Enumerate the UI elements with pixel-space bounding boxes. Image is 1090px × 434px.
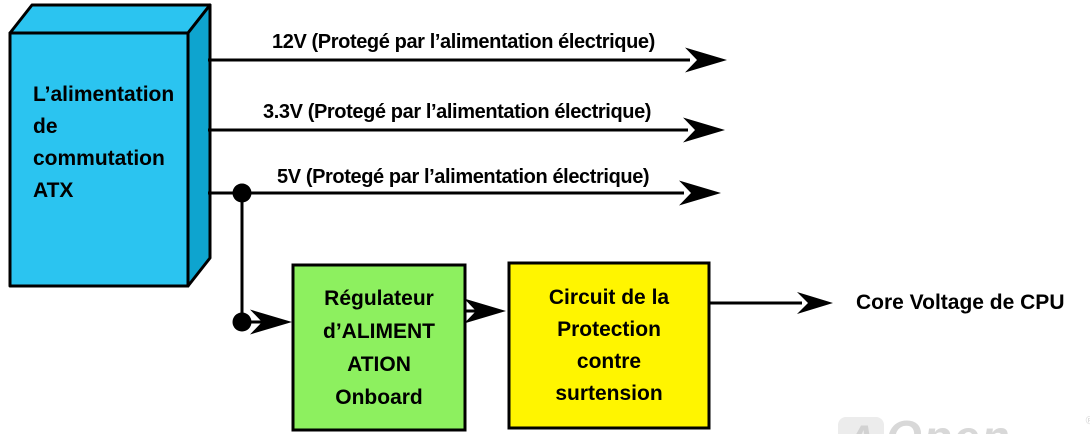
branch-arrowhead [250,309,292,335]
watermark-brand-text: Open [886,414,1012,434]
registered-trademark-icon: ® [1085,415,1090,427]
psu-box-label-line: ATX [33,179,74,202]
psu-box-front-face [8,31,190,288]
protection-box-label-line: surtension [555,381,663,405]
rail-arrowhead-3-3v [683,117,725,143]
regulator-box-label-line: ATION [347,352,411,376]
rail-label-3-3v: 3.3V (Protegé par l’alimentation électri… [263,101,652,123]
watermark-initial: A [847,418,876,434]
psu-box-label-line: L’alimentation [33,83,175,106]
rail-arrowhead-5v [679,180,721,206]
regulator-box-label-line: d’ALIMENT [323,319,435,343]
psu-box-label-line: commutation [33,147,165,170]
psu-box-side-face [186,3,212,288]
regulator-box-label-line: Régulateur [324,286,434,310]
psu-box-label: L’alimentation de commutation ATX [33,79,183,207]
regulator-box-label: Régulateur d’ALIMENT ATION Onboard [293,265,465,430]
watermark-initial-block: A [838,417,884,434]
protection-box-label-line: contre [576,349,642,373]
aopen-watermark-logo: A Open ® [838,414,1090,434]
rail-arrowhead-12v [685,47,727,73]
psu-box-top-face [8,3,212,35]
psu-box-label-line: de [33,115,58,138]
rail-label-12v: 12V (Protegé par l’alimentation électriq… [272,31,655,53]
protection-box-label: Circuit de la Protection contre surtensi… [509,263,709,428]
protection-box-label-line: Protection [557,317,661,341]
regulator-box-label-line: Onboard [335,385,423,409]
output-label: Core Voltage de CPU [856,291,1065,314]
protection-box-label-line: Circuit de la [548,285,670,309]
protection-box [507,261,711,430]
rail-label-5v: 5V (Protegé par l’alimentation électriqu… [277,166,650,188]
output-arrowhead [797,292,833,314]
regulator-to-protection-arrowhead [464,298,506,324]
regulator-box [291,263,467,432]
